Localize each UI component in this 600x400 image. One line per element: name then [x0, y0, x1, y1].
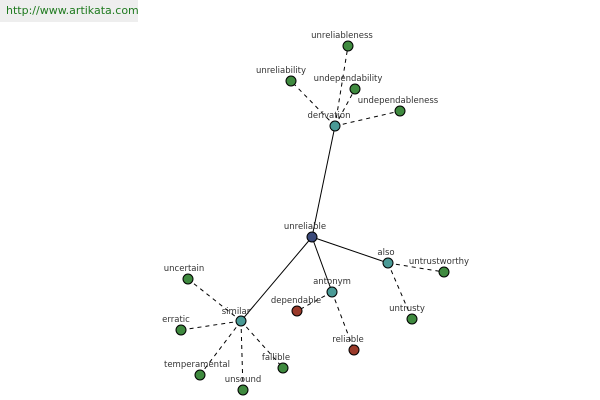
node-label-uncertain[interactable]: uncertain [164, 264, 204, 274]
node-fallible[interactable] [277, 362, 289, 374]
edge-similar-erratic [180, 320, 242, 331]
node-label-untrustworthy[interactable]: untrustworthy [409, 257, 469, 267]
node-unsound[interactable] [237, 384, 249, 396]
node-label-unsound[interactable]: unsound [225, 375, 262, 385]
node-derivation[interactable] [329, 120, 341, 132]
edge-also-untrusty [387, 262, 413, 320]
node-label-undependability[interactable]: undependability [314, 74, 383, 84]
edge-similar-fallible [240, 320, 284, 369]
node-label-unreliability[interactable]: unreliability [256, 66, 306, 76]
node-label-antonym[interactable]: antonym [313, 277, 351, 287]
edge-derivation-undependableness [334, 110, 401, 127]
edge-similar-temperamental [199, 320, 242, 376]
edge-similar-unsound [240, 320, 244, 391]
edge-derivation-undependability [334, 88, 356, 127]
node-similar[interactable] [235, 315, 247, 327]
node-label-reliable[interactable]: reliable [332, 335, 363, 345]
edge-antonym-reliable [331, 291, 355, 351]
edge-antonym-dependable [296, 291, 333, 312]
node-unreliable[interactable] [306, 231, 318, 243]
node-label-temperamental[interactable]: temperamental [164, 360, 230, 370]
edge-unreliable-derivation [311, 125, 336, 238]
labels-layer: unreliable derivation also antonym similar un… [162, 31, 469, 385]
node-label-dependable[interactable]: dependable [271, 296, 321, 306]
edge-also-untrustworthy [387, 262, 445, 273]
edge-derivation-unreliableness [334, 45, 349, 127]
node-unreliableness[interactable] [342, 40, 354, 52]
node-label-undependableness[interactable]: undependableness [358, 96, 439, 106]
node-reliable[interactable] [348, 344, 360, 356]
node-label-also[interactable]: also [377, 248, 394, 258]
edge-unreliable-also [311, 236, 389, 264]
node-antonym[interactable] [326, 286, 338, 298]
source-url[interactable]: http://www.artikata.com [0, 0, 138, 22]
node-undependableness[interactable] [394, 105, 406, 117]
node-label-erratic[interactable]: erratic [162, 315, 190, 325]
node-label-derivation[interactable]: derivation [307, 111, 350, 121]
node-untrusty[interactable] [406, 313, 418, 325]
nodes-layer [175, 40, 450, 396]
edges-layer [180, 45, 445, 391]
node-uncertain[interactable] [182, 273, 194, 285]
node-undependability[interactable] [349, 83, 361, 95]
node-also[interactable] [382, 257, 394, 269]
node-untrustworthy[interactable] [438, 266, 450, 278]
node-label-unreliable[interactable]: unreliable [284, 222, 326, 232]
node-erratic[interactable] [175, 324, 187, 336]
node-temperamental[interactable] [194, 369, 206, 381]
node-unreliability[interactable] [285, 75, 297, 87]
node-dependable[interactable] [291, 305, 303, 317]
edge-derivation-unreliability [290, 80, 336, 127]
node-label-unreliableness[interactable]: unreliableness [311, 31, 373, 41]
edge-unreliable-similar [240, 236, 313, 322]
edge-unreliable-antonym [311, 236, 333, 293]
node-label-fallible[interactable]: fallible [262, 353, 290, 363]
node-label-similar[interactable]: similar [222, 307, 251, 317]
node-label-untrusty[interactable]: untrusty [389, 304, 425, 314]
edge-similar-uncertain [187, 278, 242, 322]
